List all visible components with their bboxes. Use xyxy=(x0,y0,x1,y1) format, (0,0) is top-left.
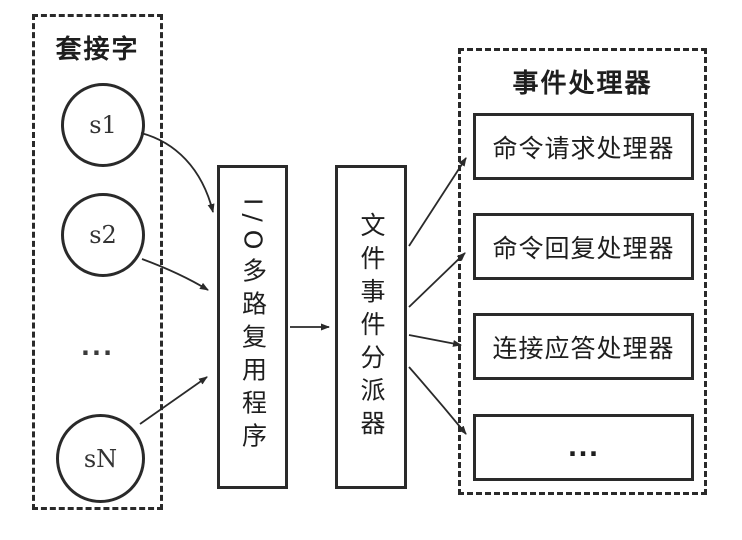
io-multiplexer-box: I/O多路复用程序 xyxy=(217,165,288,489)
socket-label-s2: s2 xyxy=(89,221,117,249)
sockets-group-title: 套接字 xyxy=(55,35,140,65)
socket-label-s1: s1 xyxy=(89,111,117,139)
socket-node-s2: s2 xyxy=(61,193,145,277)
handler-command-request: 命令请求处理器 xyxy=(473,113,694,180)
socket-node-s1: s1 xyxy=(61,83,145,167)
io-multiplexer-label: I/O多路复用程序 xyxy=(238,198,268,456)
file-event-dispatcher-box: 文件事件分派器 xyxy=(335,165,407,489)
handler-command-request-label: 命令请求处理器 xyxy=(492,133,675,163)
sockets-group: 套接字 s1 s2 ... sN xyxy=(32,14,163,510)
sockets-ellipsis: ... xyxy=(80,333,115,361)
handler-command-reply: 命令回复处理器 xyxy=(473,213,694,280)
arrow-dispatcher-to-handler-2 xyxy=(408,252,466,308)
handler-connection-accept: 连接应答处理器 xyxy=(473,313,694,380)
handler-command-reply-label: 命令回复处理器 xyxy=(492,233,675,263)
event-handlers-group-title: 事件处理器 xyxy=(512,69,653,99)
handler-connection-accept-label: 连接应答处理器 xyxy=(492,333,675,363)
handler-ellipsis-label: ... xyxy=(567,433,600,462)
file-event-dispatcher-label: 文件事件分派器 xyxy=(357,211,386,443)
arrow-dispatcher-to-handler-3 xyxy=(408,334,462,347)
socket-label-sN: sN xyxy=(83,444,118,473)
socket-node-sN: sN xyxy=(56,414,145,503)
handler-ellipsis: ... xyxy=(473,414,694,481)
